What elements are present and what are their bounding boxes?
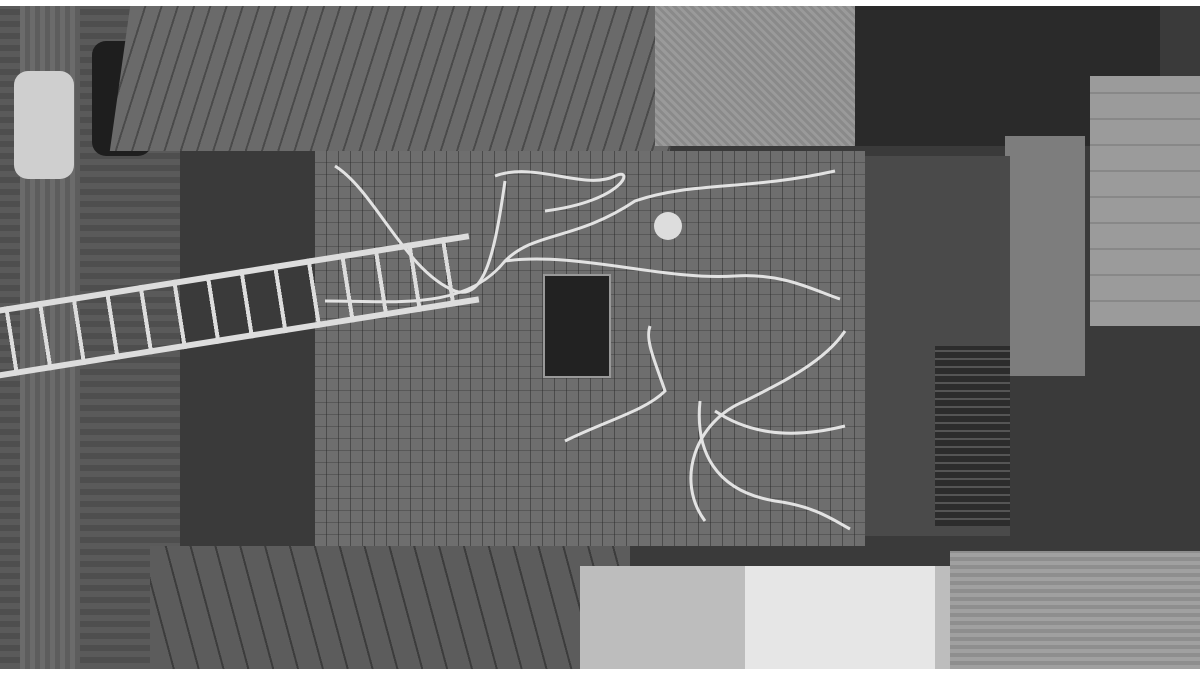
round-object bbox=[654, 212, 682, 240]
hose bbox=[494, 170, 626, 213]
white-flat-roof bbox=[745, 566, 935, 669]
building-wall bbox=[1005, 136, 1085, 376]
tiled-terrace bbox=[1090, 76, 1200, 326]
white-hoses bbox=[324, 164, 851, 531]
tiled-roof-bottom-right bbox=[950, 551, 1200, 669]
hose bbox=[689, 330, 847, 522]
hose bbox=[564, 325, 667, 443]
stairwell-opening bbox=[543, 274, 611, 378]
hose bbox=[697, 400, 851, 531]
hose bbox=[504, 257, 841, 301]
photo-frame bbox=[0, 6, 1200, 669]
hose bbox=[714, 409, 846, 435]
sloped-roof-bottom bbox=[150, 546, 630, 669]
tiled-roof-top-right bbox=[655, 6, 855, 146]
scaffold bbox=[935, 346, 1010, 526]
sloped-roof-top bbox=[109, 6, 691, 151]
white-car bbox=[14, 71, 74, 179]
